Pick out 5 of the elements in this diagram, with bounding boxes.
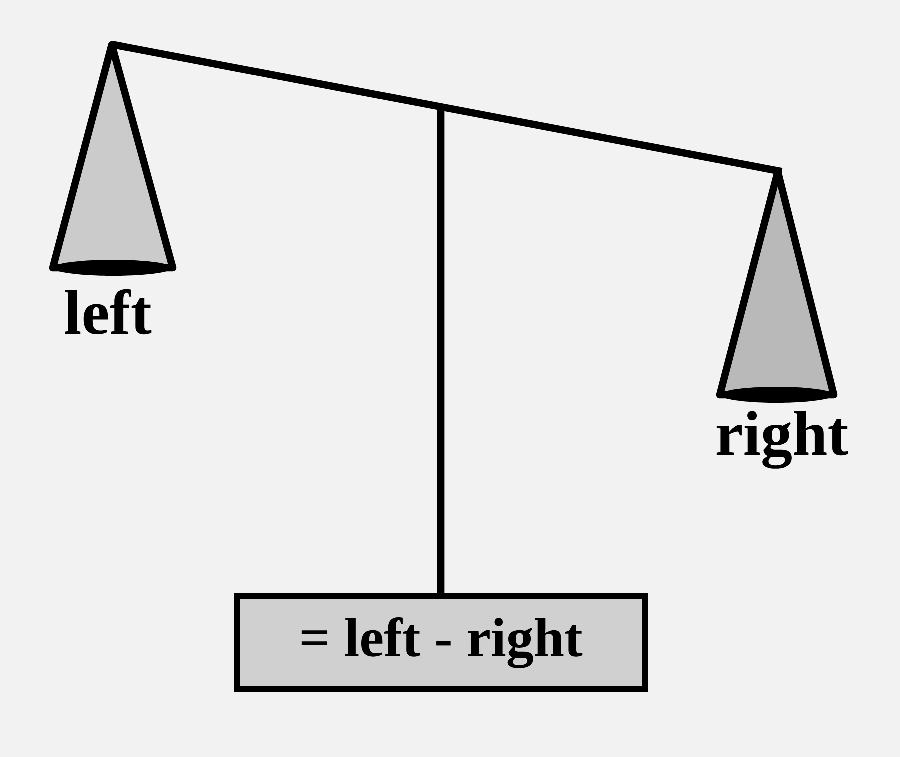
beam [112,41,783,176]
formula-box: = left - right [234,594,648,692]
pan-label: left [65,289,152,335]
pan-label: right [716,411,848,469]
post [437,108,445,594]
